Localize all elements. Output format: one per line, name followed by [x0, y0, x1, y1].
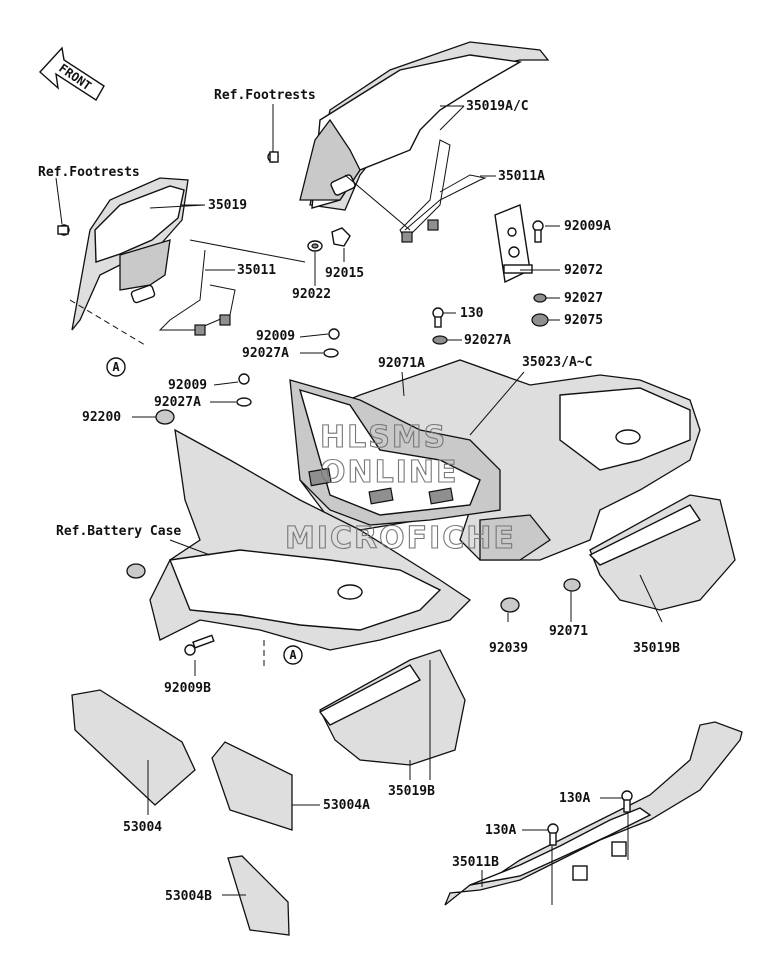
- mudflap-35019b-center: [318, 649, 466, 766]
- callout-92072: 92072: [564, 263, 603, 278]
- rear-fender-upper-left: [71, 177, 189, 331]
- callout-92027a-right: 92027A: [464, 333, 511, 348]
- callout-92009-b: 92009: [168, 378, 207, 393]
- ref-marker-a2-label: A: [289, 648, 297, 662]
- callout-130a-1: 130A: [559, 791, 590, 806]
- callout-92071a: 92071A: [378, 356, 425, 371]
- callout-labels: Ref.Footrests 35019A/C 35011A Ref.Footre…: [38, 88, 680, 904]
- callout-130a-2: 130A: [485, 823, 516, 838]
- footrest-bracket-35011: [158, 249, 236, 336]
- callout-92015: 92015: [325, 266, 364, 281]
- decal-53004: [71, 689, 196, 806]
- callout-35019: 35019: [208, 198, 247, 213]
- callout-92071: 92071: [549, 624, 588, 639]
- callout-92027: 92027: [564, 291, 603, 306]
- callout-35019ac: 35019A/C: [466, 99, 529, 114]
- callout-53004b: 53004B: [165, 889, 212, 904]
- callout-ref-footrests-top: Ref.Footrests: [214, 88, 316, 103]
- callout-92027a-b: 92027A: [154, 395, 201, 410]
- front-arrow-icon: FRONT: [39, 46, 105, 101]
- ref-marker-a1: A: [106, 357, 126, 377]
- callout-92022: 92022: [292, 287, 331, 302]
- watermark-line3: MICROFICHE: [285, 521, 516, 556]
- frame-bar-35011b: [444, 721, 743, 906]
- callout-92039: 92039: [489, 641, 528, 656]
- rear-fender-upper-right: [299, 41, 550, 231]
- callout-92009a: 92009A: [564, 219, 611, 234]
- watermark: HLSMS ONLINE MICROFICHE: [284, 419, 516, 556]
- callout-53004a: 53004A: [323, 798, 370, 813]
- callout-92075: 92075: [564, 313, 603, 328]
- ref-marker-a2: A: [283, 645, 303, 665]
- callout-35019b-center: 35019B: [388, 784, 435, 799]
- callout-ref-footrests-left: Ref.Footrests: [38, 165, 140, 180]
- footrest-bracket-35011a: [399, 139, 487, 243]
- watermark-line1: HLSMS: [320, 420, 447, 455]
- watermark-line2: ONLINE: [320, 455, 459, 490]
- callout-92009b: 92009B: [164, 681, 211, 696]
- callout-35023: 35023/A~C: [522, 355, 592, 370]
- callout-92009-a: 92009: [256, 329, 295, 344]
- decal-53004a: [211, 741, 293, 831]
- callout-53004: 53004: [123, 820, 162, 835]
- callout-35011b: 35011B: [452, 855, 499, 870]
- mounting-plate-92072: [494, 204, 533, 284]
- leader-lines: [55, 104, 663, 896]
- decal-53004b: [227, 855, 290, 936]
- callout-35019b-right: 35019B: [633, 641, 680, 656]
- callout-35011a: 35011A: [498, 169, 545, 184]
- callout-92200: 92200: [82, 410, 121, 425]
- mudflap-35019b-right: [588, 494, 736, 611]
- callout-ref-battery-case: Ref.Battery Case: [56, 524, 181, 539]
- callout-92027a-a: 92027A: [242, 346, 289, 361]
- main-body-panel: [149, 359, 701, 651]
- callout-130: 130: [460, 306, 484, 321]
- ref-marker-a1-label: A: [112, 360, 120, 374]
- callout-35011: 35011: [237, 263, 276, 278]
